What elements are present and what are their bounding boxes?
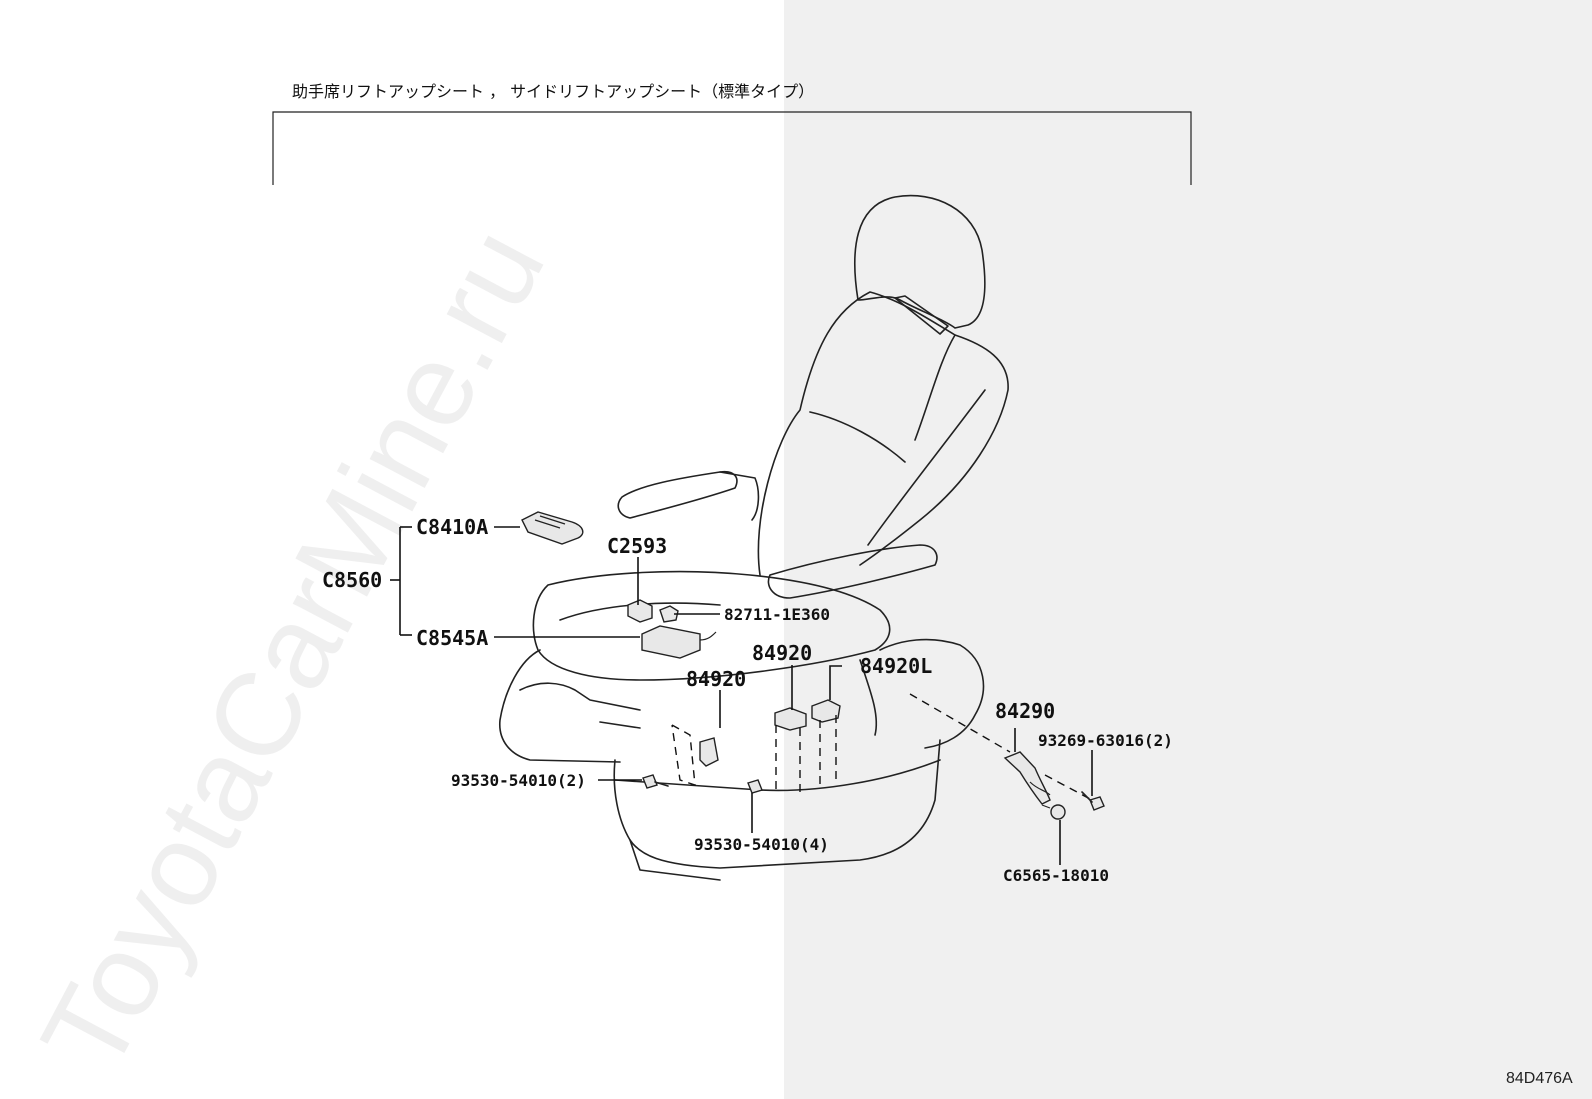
harness-84290-icon (909, 693, 1093, 805)
header-bracket (272, 111, 1192, 185)
connector-c2593-icon (627, 599, 679, 623)
diagram-code: 84D476A (1506, 1070, 1573, 1087)
label-84920l: 84920L (860, 654, 932, 678)
label-c6565-18010: C6565-18010 (1003, 866, 1109, 885)
remote-switch-icon (521, 511, 584, 545)
bracket-84920-top-icon (774, 699, 841, 795)
leader-lines (390, 526, 1093, 865)
label-c2593: C2593 (607, 534, 667, 558)
bracket-84920-left-icon (671, 724, 719, 787)
clamp-c6565-icon (1041, 804, 1066, 820)
bolt-93269-icon (1081, 791, 1105, 811)
label-93530-54010-2: 93530-54010(2) (451, 771, 586, 790)
bolt-93530-4-icon (747, 779, 763, 794)
right-shaded-panel (784, 0, 1592, 1099)
label-84290: 84290 (995, 699, 1055, 723)
page-title: 助手席リフトアップシート ， サイドリフトアップシート（標準タイプ） (292, 82, 814, 101)
label-93269-63016: 93269-63016(2) (1038, 731, 1173, 750)
control-module-icon (641, 625, 717, 659)
bolt-93530-2-icon (642, 774, 669, 789)
label-82711-1e360: 82711-1E360 (724, 605, 830, 624)
label-c8410a: C8410A (416, 515, 488, 539)
label-c8560: C8560 (322, 568, 382, 592)
label-84920-top: 84920 (752, 641, 812, 665)
label-c8545a: C8545A (416, 626, 488, 650)
watermark: ToyotaCarMine.ru (16, 208, 570, 1092)
label-84920-left: 84920 (686, 667, 746, 691)
label-93530-54010-4: 93530-54010(4) (694, 835, 829, 854)
